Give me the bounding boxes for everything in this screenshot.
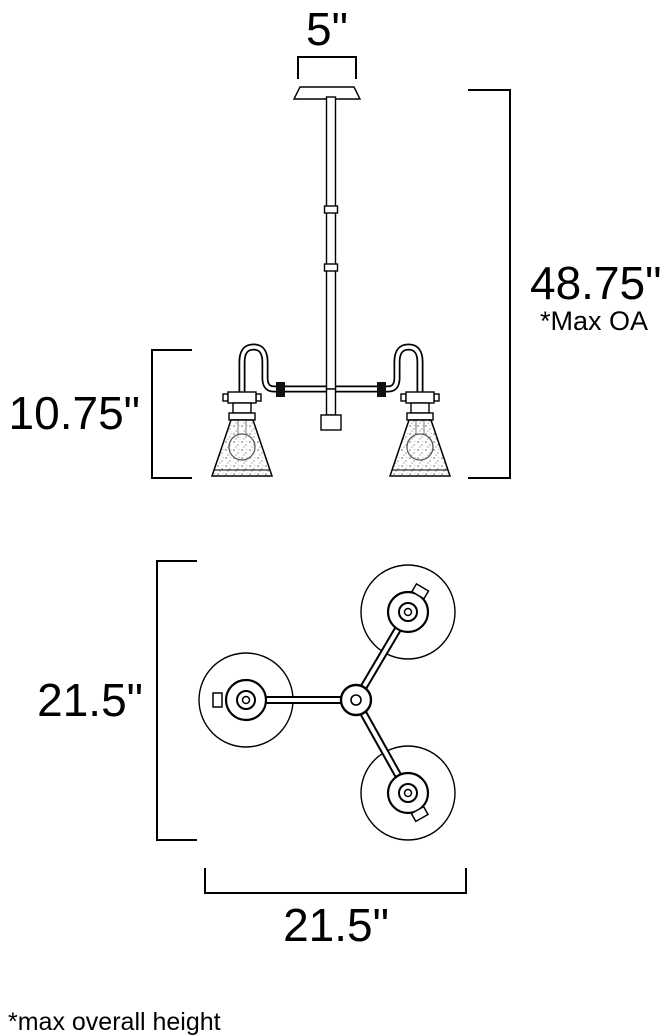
left-shade-cap [227, 391, 257, 404]
rod-coupler-lower [323, 263, 339, 272]
right-glass-cone [388, 419, 452, 477]
overall-height-dimension: 48.75" *Max OA [468, 89, 661, 479]
right-arm-clamp [377, 382, 386, 397]
rod-lower-stem [325, 388, 337, 416]
max-oa-note: *Max OA [540, 306, 648, 336]
left-arm-inner [240, 345, 331, 394]
left-arm [238, 343, 331, 394]
right-cap-screw-l [400, 393, 407, 402]
downrod [320, 96, 342, 431]
topview-width-dim-bracket [204, 868, 467, 894]
left-cap-screw-l [222, 393, 229, 402]
left-shade-neck [232, 402, 252, 414]
canopy [292, 86, 362, 100]
topview-height-dimension: 21.5" [37, 560, 197, 841]
shade-b-setscrew [212, 692, 223, 708]
topview-fitters [212, 582, 430, 823]
footnote: *max overall height [8, 1008, 221, 1036]
rod-coupler-upper [323, 205, 339, 214]
topview-hub [339, 683, 373, 717]
shade-c-setscrew [410, 805, 430, 823]
canopy-width-dimension: 5" [297, 3, 357, 79]
hub-center [350, 694, 362, 706]
overall-height-dim-bracket [468, 89, 511, 479]
right-shade-neck [410, 402, 430, 414]
right-shade-assembly [388, 391, 452, 477]
shade-b-socket [236, 690, 256, 710]
left-arm-clamp [276, 382, 285, 397]
fixture-arms [238, 343, 424, 397]
left-shade-ring [228, 412, 256, 421]
right-arm [331, 343, 424, 394]
shade-c-center [403, 788, 413, 798]
left-cap-screw-r [255, 393, 262, 402]
shade-a-setscrew [410, 582, 430, 600]
right-arm-inner [331, 345, 422, 394]
body-height-dim-bracket [151, 349, 192, 479]
topview-height-dim-bracket [156, 560, 197, 841]
left-glass-cone [210, 419, 274, 477]
shade-a-socket [398, 602, 418, 622]
shade-a-center [403, 607, 413, 617]
side-view: 5" [9, 3, 661, 479]
top-view: 21.5" 21.5" [37, 560, 467, 951]
topview-height-dim-label: 21.5" [37, 674, 143, 726]
body-height-dim-label: 10.75" [9, 387, 140, 439]
right-cap-screw-r [433, 393, 440, 402]
shade-b-center [241, 695, 251, 705]
center-finial [320, 414, 342, 431]
topview-width-dimension: 21.5" [204, 868, 467, 951]
topview-width-dim-label: 21.5" [283, 899, 389, 951]
left-shade-assembly [210, 391, 274, 477]
overall-height-dim-label: 48.75" [530, 257, 661, 309]
canopy-width-dim-label: 5" [306, 3, 348, 55]
body-height-dimension: 10.75" [9, 349, 192, 479]
right-shade-ring [406, 412, 434, 421]
right-shade-cap [405, 391, 435, 404]
downrod-stem [325, 96, 337, 390]
shade-c-socket [398, 783, 418, 803]
canopy-width-dim-bracket [297, 56, 357, 79]
